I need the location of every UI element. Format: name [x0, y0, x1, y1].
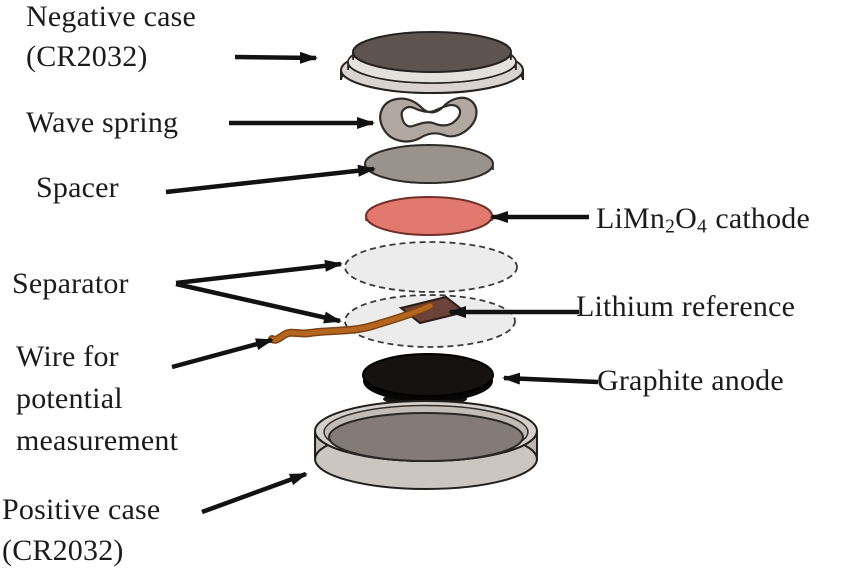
wave-spring-label-text: Wave spring — [26, 106, 179, 139]
negative-case-graphic — [340, 31, 524, 94]
graphite-anode-graphic — [362, 353, 494, 406]
positive-case-interior — [328, 412, 524, 462]
negative-case-label: Negative case (CR2032) — [26, 0, 196, 77]
cathode-label-rest: cathode — [715, 202, 810, 235]
negative-case-label-line1: Negative case — [26, 0, 197, 33]
arrow-positive-case — [201, 471, 308, 515]
wire-label-line1: Wire for — [16, 340, 119, 373]
negative-case-top-face — [352, 31, 512, 73]
wave-spring-graphic — [379, 96, 478, 143]
positive-case-graphic — [314, 400, 538, 490]
positive-case-label-line1: Positive case — [2, 493, 161, 526]
callout-arrows — [165, 51, 599, 515]
negative-case-label-line2: (CR2032) — [26, 40, 148, 73]
lithium-reference-label-text: Lithium reference — [576, 290, 796, 323]
positive-case-label: Positive case (CR2032) — [2, 489, 160, 570]
spacer-face — [364, 144, 494, 184]
cathode-formula-sub2: 4 — [696, 216, 707, 238]
separator-label: Separator — [12, 264, 129, 304]
graphite-anode-label: Graphite anode — [597, 361, 784, 401]
separator-upper-graphic — [344, 241, 518, 293]
cathode-graphic — [365, 196, 493, 236]
arrow-separator-upper — [175, 259, 343, 286]
arrow-separator-lower — [175, 281, 342, 324]
cathode-face — [365, 196, 493, 236]
wire-label-line3: measurement — [16, 424, 179, 457]
cathode-label: LiMn2O4 cathode — [596, 199, 810, 239]
cathode-formula-mid: O — [675, 202, 697, 235]
spacer-graphic — [364, 144, 494, 184]
arrow-graphite-anode — [502, 372, 599, 385]
wave-spring-band — [379, 96, 478, 143]
positive-case-label-line2: (CR2032) — [2, 534, 124, 567]
separator-label-text: Separator — [12, 267, 129, 300]
arrow-spacer — [165, 164, 376, 195]
wave-spring-label: Wave spring — [26, 103, 178, 143]
spacer-label-text: Spacer — [36, 171, 119, 204]
cathode-formula-base: LiMn — [596, 202, 666, 235]
anode-face — [362, 353, 494, 397]
wire-core — [269, 303, 433, 343]
wire-label-line2: potential — [16, 382, 123, 415]
arrow-wire — [171, 337, 274, 370]
wire-label: Wire for potential measurement — [16, 336, 178, 462]
arrow-negative-case — [234, 51, 318, 64]
reference-wire-graphic — [268, 302, 434, 344]
lithium-reference-label: Lithium reference — [576, 287, 795, 327]
graphite-anode-label-text: Graphite anode — [597, 364, 784, 397]
spacer-label: Spacer — [36, 168, 119, 208]
cathode-formula-sub1: 2 — [665, 216, 676, 238]
